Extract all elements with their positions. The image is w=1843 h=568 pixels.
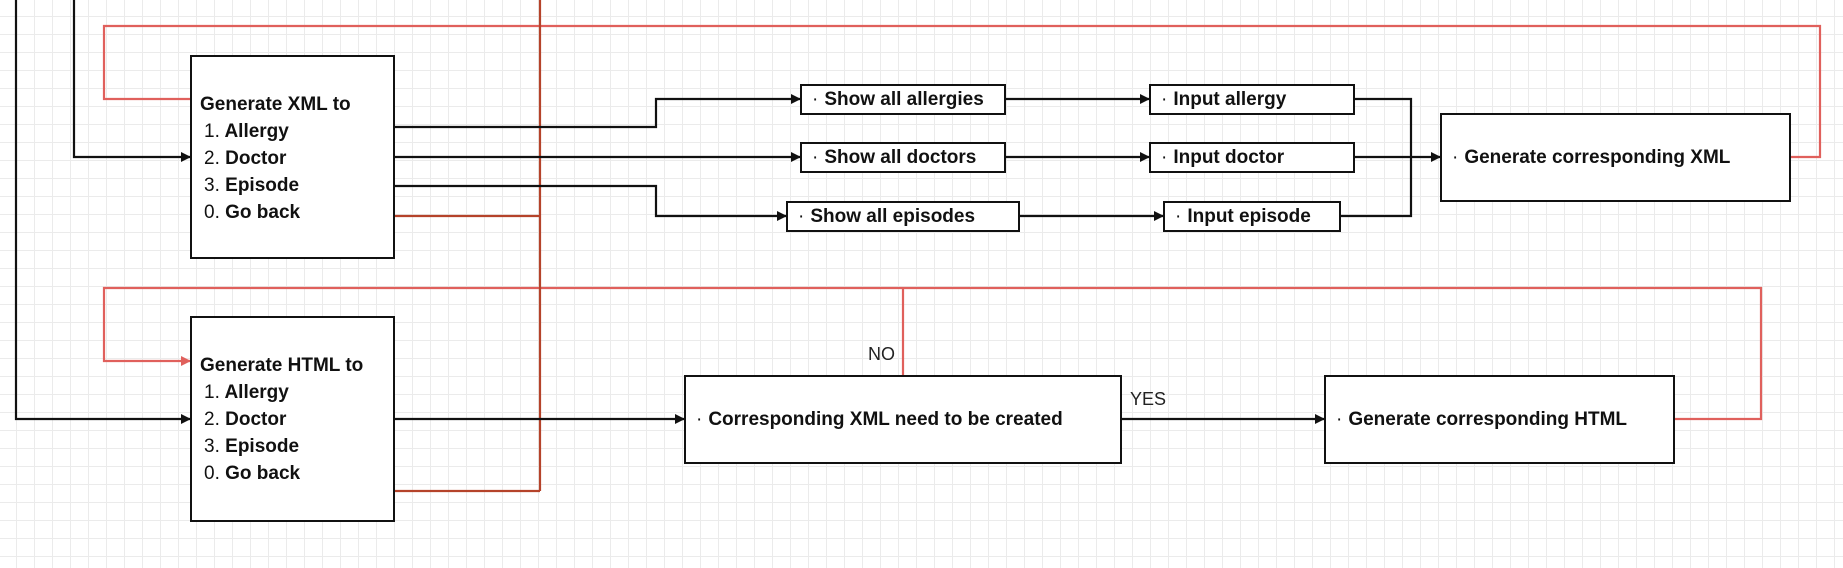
bullet-icon: · <box>812 89 819 110</box>
html-menu-item-episode[interactable]: 3. Episode <box>200 433 393 460</box>
menu-item-number: 3. <box>204 175 220 196</box>
menu-item-number: 1. <box>204 121 220 142</box>
bullet-icon: · <box>1161 147 1168 168</box>
show-all-episodes-node[interactable]: ·Show all episodes <box>786 201 1020 232</box>
bullet-icon: · <box>798 206 805 227</box>
entry-line-html-menu <box>14 0 191 424</box>
generate-xml-node[interactable]: ·Generate corresponding XML <box>1440 113 1791 202</box>
input-allergy-node[interactable]: ·Input allergy <box>1149 84 1355 115</box>
node-label: Generate corresponding HTML <box>1348 409 1628 430</box>
branch-episode <box>343 184 787 221</box>
node-label: Input doctor <box>1173 147 1285 168</box>
node-label: Show all allergies <box>824 89 984 110</box>
xml-menu-item-go-back[interactable]: 0. Go back <box>200 199 393 226</box>
entry-line-xml-menu <box>72 0 191 162</box>
xml-menu-box[interactable]: Generate XML to 1. Allergy 2. Doctor 3. … <box>190 55 395 259</box>
html-menu-title: Generate HTML to <box>200 355 364 376</box>
bullet-icon: · <box>812 147 819 168</box>
generate-html-node[interactable]: ·Generate corresponding HTML <box>1324 375 1675 464</box>
xml-menu-item-episode[interactable]: 3. Episode <box>200 172 393 199</box>
menu-item-label: Go back <box>225 202 301 223</box>
bullet-icon: · <box>1161 89 1168 110</box>
html-menu-item-go-back[interactable]: 0. Go back <box>200 460 393 487</box>
xml-menu-item-doctor[interactable]: 2. Doctor <box>200 145 393 172</box>
bullet-icon: · <box>1175 206 1182 227</box>
menu-item-label: Episode <box>225 175 300 196</box>
menu-item-label: Doctor <box>225 148 287 169</box>
menu-item-number: 3. <box>204 436 220 457</box>
edge-label-yes: YES <box>1130 389 1167 409</box>
xml-menu-title: Generate XML to <box>200 94 351 115</box>
node-label: Corresponding XML need to be created <box>708 409 1063 430</box>
node-label: Input episode <box>1187 206 1311 227</box>
show-all-doctors-node[interactable]: ·Show all doctors <box>800 142 1006 173</box>
node-label: Generate corresponding XML <box>1464 147 1731 168</box>
bullet-icon: · <box>1336 409 1343 430</box>
input-episode-node[interactable]: ·Input episode <box>1163 201 1341 232</box>
menu-item-number: 1. <box>204 382 220 403</box>
menu-item-label: Doctor <box>225 409 287 430</box>
menu-item-label: Allergy <box>224 382 289 403</box>
input-doctor-node[interactable]: ·Input doctor <box>1149 142 1355 173</box>
menu-item-number: 0. <box>204 202 220 223</box>
menu-item-number: 0. <box>204 463 220 484</box>
menu-item-number: 2. <box>204 148 220 169</box>
branch-allergy <box>343 94 801 129</box>
node-label: Input allergy <box>1173 89 1287 110</box>
node-label: Show all doctors <box>824 147 977 168</box>
bullet-icon: · <box>696 409 703 430</box>
html-menu-item-allergy[interactable]: 1. Allergy <box>200 379 393 406</box>
menu-item-label: Go back <box>225 463 301 484</box>
menu-item-number: 2. <box>204 409 220 430</box>
node-label: Show all episodes <box>810 206 976 227</box>
xml-check-node[interactable]: ·Corresponding XML need to be created <box>684 375 1122 464</box>
xml-menu-item-allergy[interactable]: 1. Allergy <box>200 118 393 145</box>
html-menu-box[interactable]: Generate HTML to 1. Allergy 2. Doctor 3.… <box>190 316 395 522</box>
html-menu-item-doctor[interactable]: 2. Doctor <box>200 406 393 433</box>
edge-label-no: NO <box>868 344 895 364</box>
show-all-allergies-node[interactable]: ·Show all allergies <box>800 84 1006 115</box>
menu-item-label: Allergy <box>224 121 289 142</box>
menu-item-label: Episode <box>225 436 300 457</box>
bullet-icon: · <box>1452 147 1459 168</box>
